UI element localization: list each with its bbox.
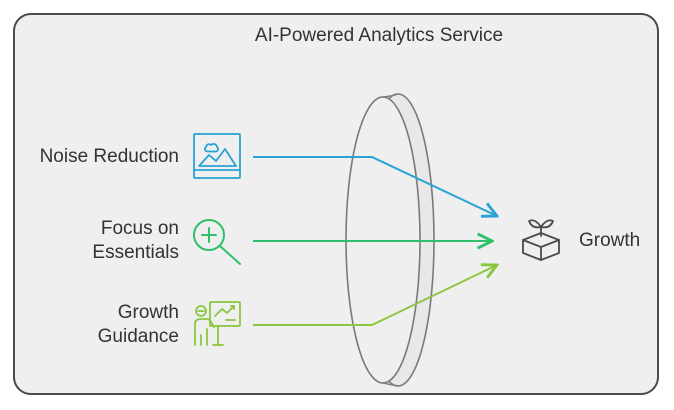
landscape-image-icon (193, 133, 241, 179)
service-frame (13, 13, 659, 395)
input-label-line: Growth (117, 302, 179, 323)
input-label-noise-reduction: Noise Reduction (0, 145, 179, 169)
sprout-box-icon (522, 219, 560, 261)
input-label-growth-guidance: Growth Guidance (0, 301, 179, 349)
connector-noise-reduction (253, 156, 497, 216)
diagram-title: AI-Powered Analytics Service (254, 25, 504, 46)
lens-edge (382, 93, 399, 98)
input-label-focus-on-essentials: Focus on Essentials (0, 217, 179, 265)
output-label-growth: Growth (579, 230, 641, 251)
presenter-chart-icon (194, 301, 241, 346)
input-label-line: Noise Reduction (39, 146, 179, 167)
connector-growth-guidance (253, 265, 497, 326)
input-label-line: Guidance (97, 326, 179, 347)
input-label-line: Essentials (92, 242, 179, 263)
input-label-line: Focus on (100, 218, 179, 239)
lens-edge (382, 382, 399, 387)
magnify-plus-icon (193, 219, 241, 265)
